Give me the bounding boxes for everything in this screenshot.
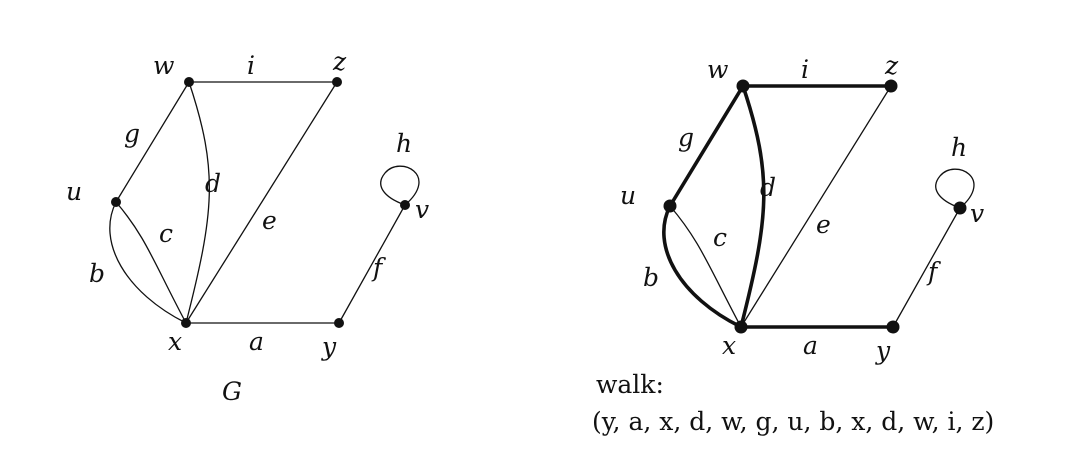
vertex-label-w: w [707, 55, 728, 84]
graph-g: i g d e c b a f h w z u v x yG [66, 47, 429, 406]
vertex-z [332, 77, 342, 87]
edge-label-g: g [124, 119, 140, 148]
vertex-label-w: w [153, 51, 174, 80]
edge-label-i: i [247, 51, 255, 80]
vertex-x [734, 320, 748, 334]
edge-g [115, 81, 190, 203]
vertex-u [111, 197, 121, 207]
graph-walk-highlighted: i g d e c b a f h w z u v x y [620, 51, 984, 365]
edge-label-h: h [396, 129, 412, 158]
vertex-w [184, 77, 194, 87]
edge-d [185, 81, 210, 324]
edge-e [740, 85, 892, 328]
edge-label-a: a [803, 331, 818, 360]
edge-label-b: b [89, 259, 105, 288]
edge-label-e: e [816, 210, 831, 239]
edge-b [662, 205, 742, 329]
edge-label-g: g [678, 123, 694, 152]
edge-d [739, 85, 766, 328]
vertex-y [886, 320, 900, 334]
edge-label-c: c [159, 219, 173, 248]
vertex-label-v: v [415, 195, 429, 224]
edge-label-b: b [643, 263, 659, 292]
edge-label-f: f [926, 257, 941, 286]
edge-g [668, 85, 745, 207]
edge-h [380, 165, 420, 206]
edge-f [338, 204, 406, 324]
vertex-label-v: v [970, 199, 984, 228]
edge-label-a: a [249, 327, 264, 356]
edge-c [669, 205, 742, 328]
vertex-z [884, 79, 898, 93]
vertex-v [400, 200, 410, 210]
edge-e [185, 81, 338, 324]
vertex-label-y: y [875, 336, 891, 365]
walk-sequence: (y, a, x, d, w, g, u, b, x, d, w, i, z) [592, 407, 994, 436]
edge-label-d: d [760, 173, 776, 202]
vertex-label-x: x [168, 327, 182, 356]
edge-label-e: e [262, 206, 277, 235]
vertex-u [663, 199, 677, 213]
vertex-v [953, 201, 967, 215]
edge-label-i: i [801, 55, 809, 84]
vertex-x [181, 318, 191, 328]
vertex-label-u: u [66, 177, 82, 206]
vertex-label-u: u [620, 181, 636, 210]
vertex-label-y: y [321, 332, 337, 361]
vertex-label-z: z [332, 47, 347, 76]
graph-caption: G [222, 377, 242, 406]
edge-f [892, 207, 961, 328]
walk-title: walk: [596, 370, 664, 399]
vertex-w [736, 79, 750, 93]
edge-label-c: c [713, 223, 727, 252]
edge-h [935, 168, 975, 209]
vertex-y [334, 318, 344, 328]
edge-label-h: h [951, 133, 967, 162]
edge-c [115, 201, 187, 324]
edge-b [109, 201, 187, 324]
edge-label-f: f [371, 253, 386, 282]
vertex-label-z: z [884, 51, 899, 80]
vertex-label-x: x [722, 331, 736, 360]
edge-label-d: d [205, 169, 221, 198]
